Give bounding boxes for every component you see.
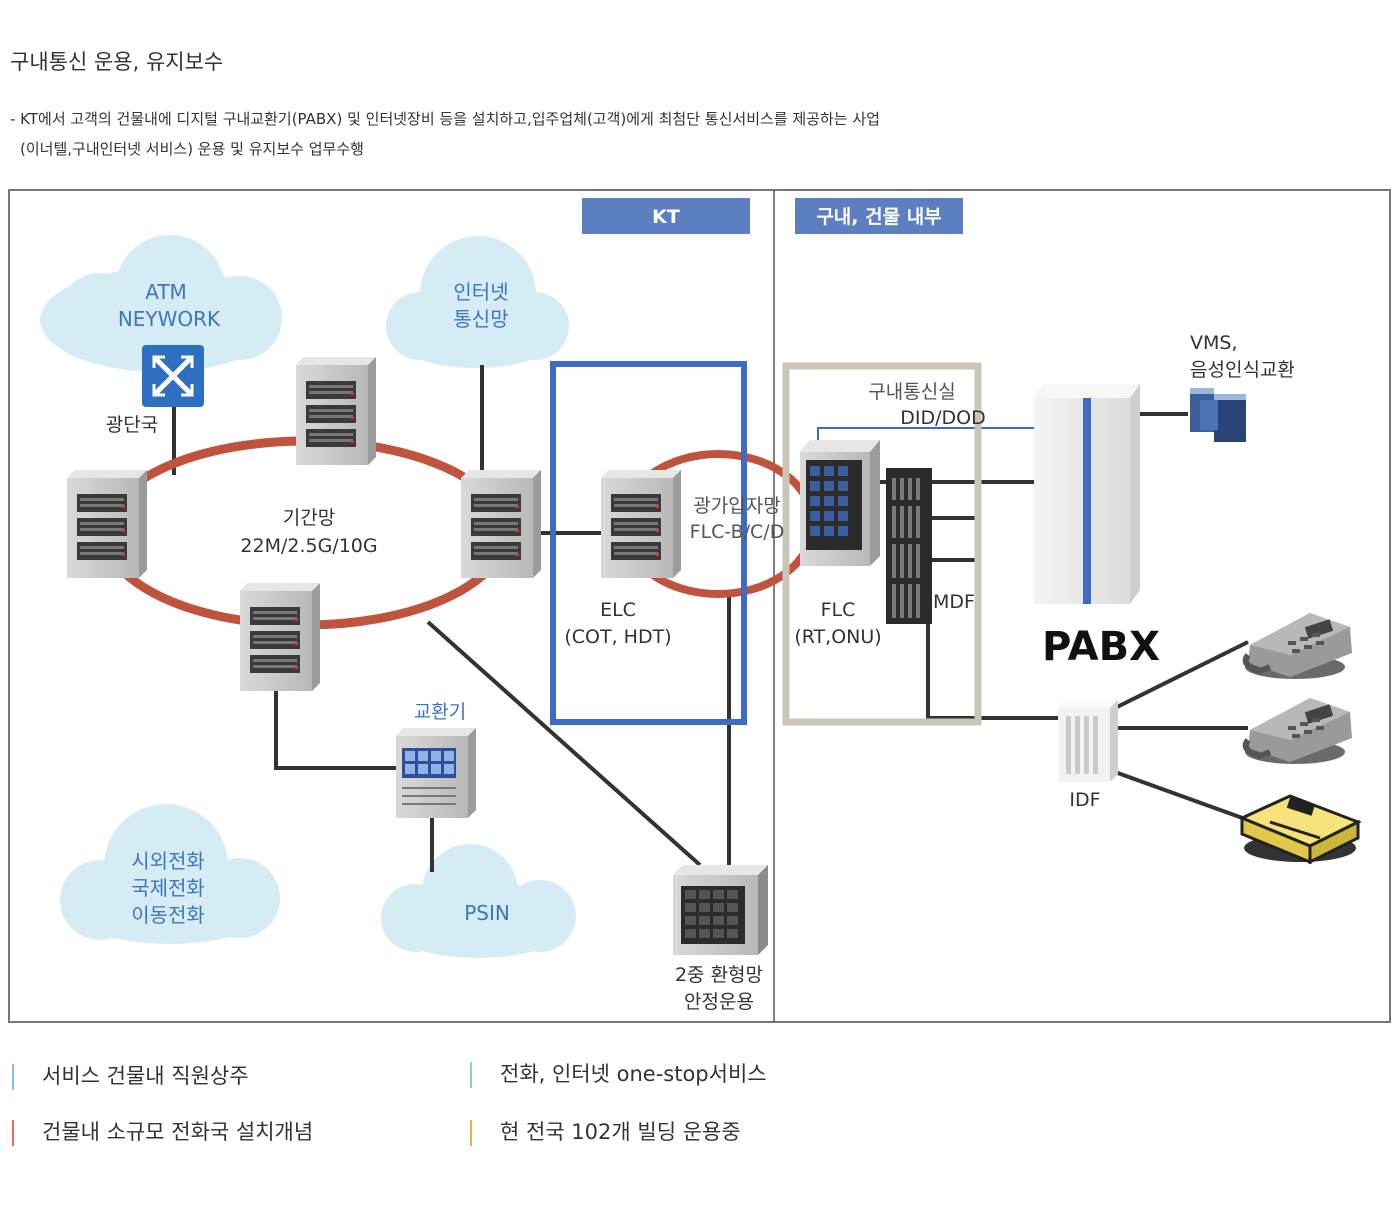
feature-item: 현 전국 102개 빌딩 운용중 bbox=[470, 1116, 741, 1146]
feature-marker bbox=[470, 1120, 472, 1146]
long-distance-label-3: 이동전화 bbox=[131, 903, 205, 927]
atm-cloud-label-1: ATM bbox=[145, 280, 187, 304]
backbone-label-2: 22M/2.5G/10G bbox=[240, 535, 377, 557]
feature-text: 전화, 인터넷 one-stop서비스 bbox=[500, 1062, 767, 1086]
server-icon-right bbox=[461, 470, 541, 578]
page-title: 구내통신 운용, 유지보수 bbox=[10, 50, 224, 74]
flc-label-1: FLC bbox=[821, 599, 856, 621]
feature-item: 서비스 건물내 직원상주 bbox=[12, 1060, 249, 1090]
atm-network-cloud bbox=[40, 235, 282, 372]
building-banner bbox=[795, 198, 963, 234]
feature-text: 현 전국 102개 빌딩 운용중 bbox=[500, 1120, 741, 1144]
dual-ring-label-2: 안정운용 bbox=[684, 991, 754, 1013]
vms-server-icon bbox=[1190, 388, 1246, 442]
elc-label-2: (COT, HDT) bbox=[564, 626, 671, 648]
feature-item: 건물내 소규모 전화국 설치개념 bbox=[12, 1116, 313, 1146]
psin-label: PSIN bbox=[464, 901, 510, 925]
flc-device-icon bbox=[800, 440, 880, 566]
server-icon-top bbox=[296, 357, 376, 465]
mdf-label: MDF bbox=[933, 591, 975, 613]
dual-ring-label-1: 2중 환형망 bbox=[675, 964, 763, 986]
link-lines bbox=[172, 365, 1249, 872]
feature-marker bbox=[12, 1064, 14, 1090]
pabx-cabinet-icon bbox=[1034, 384, 1140, 604]
pabx-label: PABX bbox=[1042, 624, 1160, 670]
did-dod-label: DID/DOD bbox=[900, 407, 985, 429]
feature-item: 전화, 인터넷 one-stop서비스 bbox=[470, 1058, 767, 1088]
optical-switch-icon bbox=[142, 345, 204, 407]
page-description: - KT에서 고객의 건물내에 디지털 구내교환기(PABX) 및 인터넷장비 … bbox=[10, 104, 880, 164]
exchange-label: 교환기 bbox=[414, 701, 466, 723]
kt-equipment-box bbox=[550, 361, 747, 725]
kt-banner bbox=[582, 198, 750, 234]
fax-machine-icon bbox=[1238, 794, 1362, 865]
internet-cloud-label-1: 인터넷 bbox=[453, 280, 508, 304]
exchange-icon bbox=[396, 728, 476, 818]
psin-cloud bbox=[381, 844, 576, 958]
mdf-rack-icon bbox=[886, 468, 932, 624]
elc-label-1: ELC bbox=[600, 599, 636, 621]
feature-text: 서비스 건물내 직원상주 bbox=[42, 1064, 249, 1088]
did-dod-link bbox=[817, 427, 1034, 444]
diagram-frame bbox=[8, 189, 1391, 1023]
long-distance-cloud bbox=[60, 804, 280, 944]
flc-label-2: (RT,ONU) bbox=[794, 626, 881, 648]
feature-text: 건물내 소규모 전화국 설치개념 bbox=[42, 1120, 314, 1144]
long-distance-label-1: 시외전화 bbox=[131, 849, 205, 873]
backbone-label-1: 기간망 bbox=[283, 507, 335, 529]
comm-room-box bbox=[782, 362, 982, 726]
feature-marker bbox=[12, 1120, 14, 1146]
telephone-icon-2 bbox=[1245, 698, 1352, 764]
internet-cloud-label-2: 통신망 bbox=[453, 307, 508, 331]
atm-cloud-label-2: NEYWORK bbox=[118, 307, 221, 331]
elc-server-icon bbox=[601, 470, 681, 578]
kt-banner-label: KT bbox=[652, 206, 680, 228]
idf-unit-icon bbox=[1058, 700, 1118, 782]
server-icon-left bbox=[67, 470, 147, 578]
internet-cloud bbox=[386, 236, 569, 368]
subscriber-label-1: 광가입자망 bbox=[693, 495, 780, 517]
telephone-icon-1 bbox=[1245, 613, 1352, 679]
server-icon-bottom bbox=[240, 583, 320, 691]
description-line-2: (이너텔,구내인터넷 서비스) 운용 및 유지보수 업무수행 bbox=[20, 140, 364, 158]
building-banner-label: 구내, 건물 내부 bbox=[816, 206, 941, 228]
comm-room-label: 구내통신실 bbox=[868, 381, 955, 403]
feature-marker bbox=[470, 1062, 472, 1088]
vms-label-2: 음성인식교환 bbox=[1190, 359, 1295, 381]
long-distance-label-2: 국제전화 bbox=[131, 876, 205, 900]
description-line-1: - KT에서 고객의 건물내에 디지털 구내교환기(PABX) 및 인터넷장비 … bbox=[10, 110, 880, 128]
subscriber-label-2: FLC-B/C/D bbox=[690, 521, 785, 543]
vms-label-1: VMS, bbox=[1190, 332, 1238, 354]
dual-ring-server-icon bbox=[673, 865, 768, 955]
idf-label: IDF bbox=[1069, 789, 1100, 811]
optical-office-label: 광단국 bbox=[106, 414, 158, 436]
